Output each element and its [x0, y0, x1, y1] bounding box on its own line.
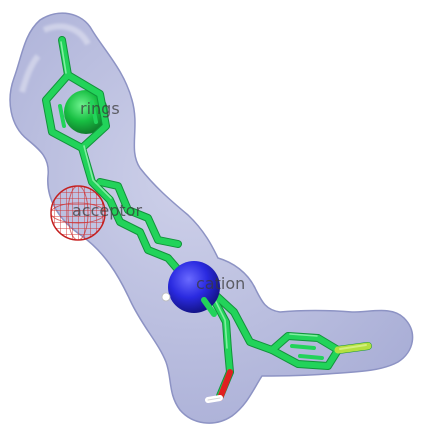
label-cation: cation [196, 274, 245, 293]
label-rings: rings [80, 99, 120, 118]
cation-feature-sphere[interactable] [161, 261, 220, 317]
acceptor-feature-sphere[interactable] [50, 185, 106, 241]
label-acceptor: acceptor [72, 201, 142, 220]
molecule-bonds [42, 36, 372, 403]
